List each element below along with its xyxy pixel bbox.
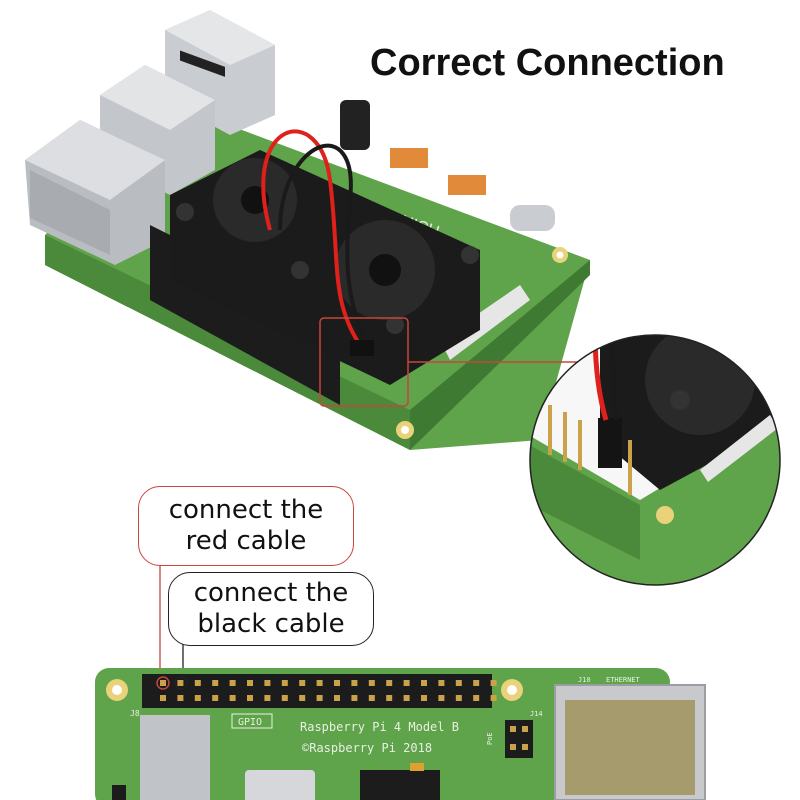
cable-plug	[350, 340, 374, 356]
gpio-pin	[264, 695, 271, 701]
gpio-pin	[438, 680, 445, 686]
memory-chip	[245, 770, 315, 800]
black-cable-pin-marker	[174, 676, 188, 690]
gpio-header	[142, 674, 497, 708]
gpio-pin	[316, 680, 323, 686]
gpio-pin	[229, 680, 236, 686]
gpio-pin	[403, 695, 410, 701]
red-cable	[261, 129, 362, 347]
poe-label: PoE	[486, 732, 494, 745]
gpio-pin	[194, 695, 201, 701]
board-copyright-text: ©Raspberry Pi 2018	[302, 741, 432, 755]
j10-label: J10	[578, 676, 591, 684]
gpio-pin	[334, 695, 340, 701]
screw	[176, 203, 194, 221]
gpio-pin	[351, 695, 358, 701]
zoom-detail	[529, 334, 781, 586]
gpio-pin	[229, 695, 236, 701]
fan-heatsink	[170, 150, 480, 385]
j14-label: J14	[530, 710, 543, 718]
soc-chip	[140, 715, 210, 800]
gpio-pin	[368, 680, 375, 686]
gpio-pin	[247, 680, 253, 686]
black-cable	[278, 143, 370, 346]
gpio-pin	[212, 695, 219, 701]
hdmi-port	[448, 175, 486, 195]
gpio-pin	[177, 680, 184, 686]
poe-header	[505, 720, 533, 758]
raspberry-pi-board-top-view: J8 GPIO Raspberry Pi 4 Model B ©Raspberr…	[95, 668, 706, 800]
screw	[291, 261, 309, 279]
gpio-pin	[264, 680, 271, 686]
gpio-pin	[299, 680, 306, 686]
ethernet-label: ETHERNET	[606, 676, 641, 684]
gpio-pin	[421, 695, 427, 701]
gpio-pin	[160, 695, 166, 701]
black-cable-callout: connect the black cable	[168, 572, 374, 646]
gpio-pin	[299, 695, 306, 701]
ethernet-port	[25, 120, 165, 265]
gpio-pin	[438, 695, 445, 701]
raspberry-pi-with-fan-heatsink: UICH	[25, 10, 590, 450]
ic-chip	[360, 770, 440, 800]
gpio-pin	[490, 695, 497, 701]
audio-jack	[340, 100, 370, 150]
gpio-pin	[351, 680, 358, 686]
screw	[386, 316, 404, 334]
gpio-pin	[386, 680, 393, 686]
gpio-pin	[386, 695, 393, 701]
gpio-pin	[281, 695, 288, 701]
red-cable-pin-marker	[156, 676, 170, 690]
gpio-pin	[160, 680, 166, 686]
gpio-pin	[334, 680, 340, 686]
gpio-pin	[316, 695, 323, 701]
usb-c-port	[510, 205, 555, 231]
gpio-pin	[177, 695, 184, 701]
red-callout-line-2: red cable	[185, 526, 307, 556]
j8-label: J8	[130, 709, 140, 718]
gpio-label: GPIO	[238, 717, 262, 728]
board-model-text: Raspberry Pi 4 Model B	[300, 720, 459, 734]
gpio-pin	[212, 680, 219, 686]
gpio-pin	[421, 680, 427, 686]
page-title: Correct Connection	[370, 42, 725, 84]
red-callout-line-1: connect the	[168, 495, 324, 525]
gpio-pin	[455, 680, 462, 686]
ribbon-connector	[440, 285, 530, 360]
gpio-pin	[247, 695, 253, 701]
hdmi-port	[390, 148, 428, 168]
black-callout-line-2: black cable	[197, 609, 345, 639]
gpio-pin	[473, 680, 480, 686]
gpio-pin	[455, 695, 462, 701]
black-callout-line-1: connect the	[193, 578, 349, 608]
red-cable-callout: connect the red cable	[138, 486, 354, 566]
screw	[461, 246, 479, 264]
gpio-pin	[194, 680, 201, 686]
gpio-pin	[490, 680, 497, 686]
gpio-pin	[473, 695, 480, 701]
gpio-pin	[368, 695, 375, 701]
gpio-pin	[403, 680, 410, 686]
gpio-pin	[281, 680, 288, 686]
